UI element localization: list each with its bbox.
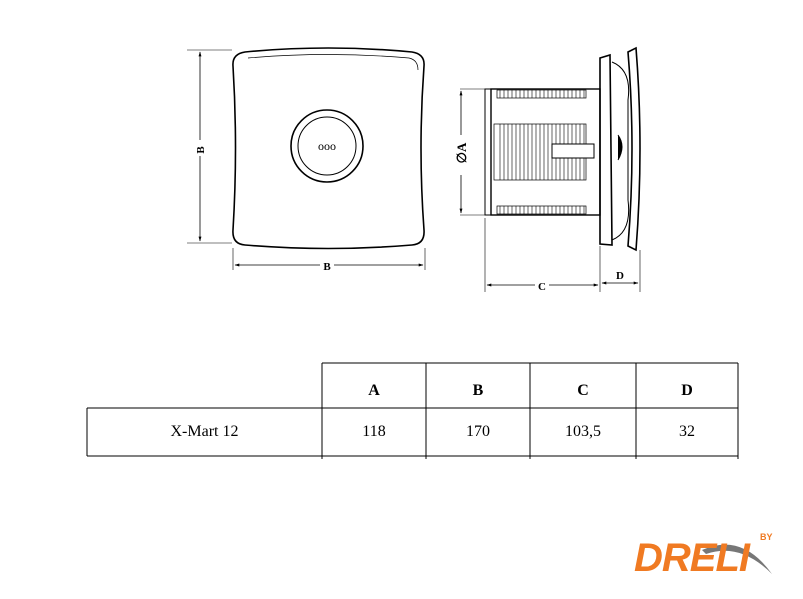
- logo-text: DRELI: [634, 536, 750, 580]
- table-header-a: A: [368, 382, 380, 399]
- table-header-d: D: [681, 382, 693, 399]
- swoosh-icon: [702, 544, 772, 574]
- value-b: 170: [466, 423, 490, 440]
- model-name: X-Mart 12: [170, 423, 239, 440]
- value-d: 32: [679, 423, 695, 440]
- side-view: [459, 46, 641, 292]
- dim-label-c: C: [538, 281, 546, 293]
- logo-by: BY: [760, 532, 773, 542]
- value-a: 118: [362, 423, 386, 440]
- table-header-c: C: [577, 382, 589, 399]
- dim-label-b-vertical: B: [195, 146, 207, 154]
- dim-label-d: D: [616, 270, 624, 282]
- dim-label-diameter-a: ∅A: [454, 142, 469, 163]
- front-view: [187, 47, 426, 270]
- dreli-logo: DRELI BY: [632, 532, 782, 588]
- value-c: 103,5: [565, 423, 601, 440]
- dim-label-b-horizontal: B: [323, 261, 331, 273]
- spec-table-grid: [86, 362, 739, 459]
- table-header-b: B: [472, 382, 484, 399]
- center-mark: ooo: [318, 139, 336, 153]
